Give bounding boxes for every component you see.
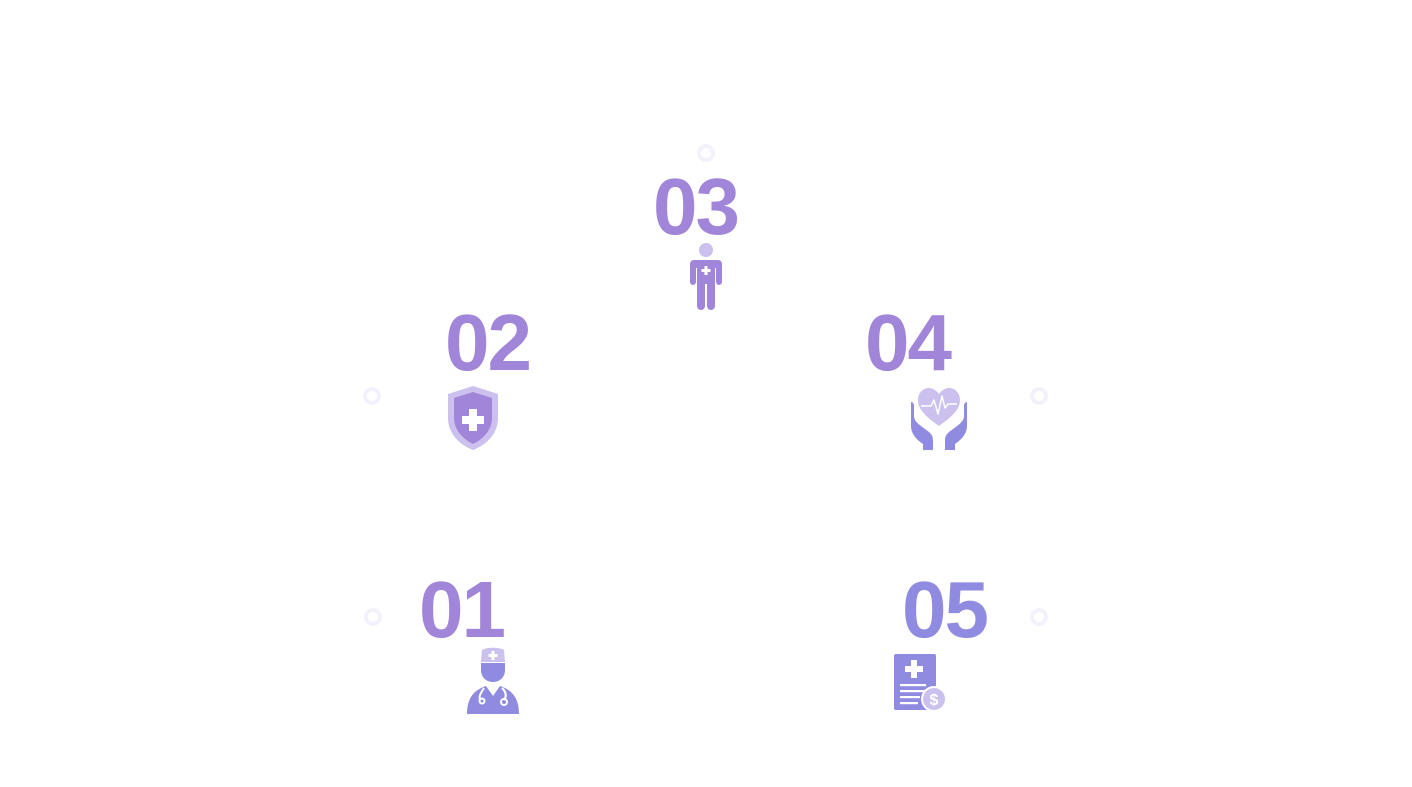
step-number-02: 02 — [445, 298, 532, 387]
step-number-05: 05 — [902, 565, 989, 654]
svg-text:$: $ — [930, 692, 939, 709]
step-number-04: 04 — [865, 298, 952, 387]
patient-icon — [690, 243, 722, 310]
medical-bill-icon: $ — [894, 654, 947, 712]
doctor-icon — [467, 647, 519, 714]
ring-dot — [364, 608, 382, 626]
ring-dot — [1030, 387, 1048, 405]
step-number-03: 03 — [653, 162, 740, 251]
ring-dot — [697, 144, 715, 162]
heart-care-hands-icon — [911, 388, 967, 450]
medical-shield-icon — [448, 386, 498, 450]
ring-dot — [1030, 608, 1048, 626]
ring-dot — [363, 387, 381, 405]
step-number-01: 01 — [419, 565, 506, 654]
